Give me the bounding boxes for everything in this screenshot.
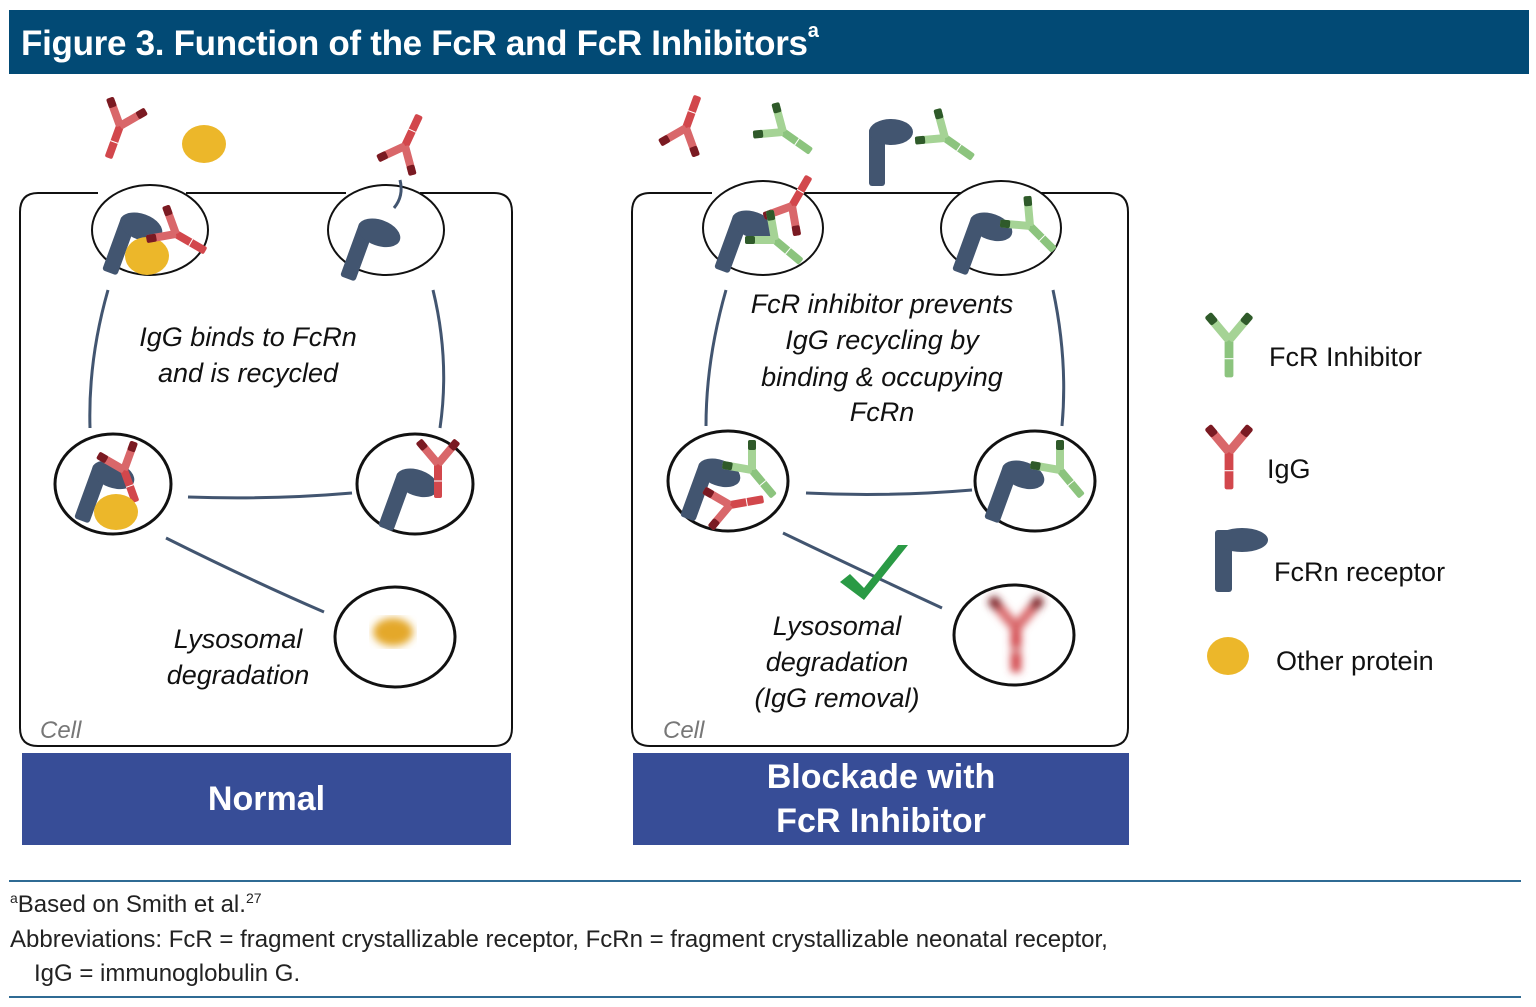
degradation-text-line: Lysosomal <box>174 624 304 654</box>
recycle-text-line: and is recycled <box>158 358 339 388</box>
footnote-source: aBased on Smith et al.27 <box>10 890 262 919</box>
footnote-reference: 27 <box>245 890 262 906</box>
figure-title-bar: Figure 3. Function of the FcR and FcR In… <box>9 10 1529 74</box>
footnote-abbreviations: Abbreviations: FcR = fragment crystalliz… <box>10 926 1108 953</box>
igg-antibody-icon <box>655 87 720 161</box>
legend-item-fcrn-receptor: FcRn receptor <box>1215 528 1445 592</box>
igg-antibody-icon <box>86 93 151 167</box>
panel-label-text: Blockade with <box>766 758 996 796</box>
panel-label-text: Normal <box>207 780 326 818</box>
fcrn-receptor-head <box>1216 528 1268 552</box>
normal-panel: IgG binds to FcRn and is recycled Lysoso… <box>19 93 513 747</box>
cell-membrane <box>19 192 513 747</box>
fcrn-diagram: IgG binds to FcRn and is recycled Lysoso… <box>19 87 1445 747</box>
figure-title: Figure 3. Function of the FcR and FcR In… <box>21 20 819 64</box>
other-protein-icon <box>94 494 138 530</box>
legend-label: FcRn receptor <box>1274 557 1445 587</box>
degradation-text-line: degradation <box>167 660 310 690</box>
pathway-lines <box>704 289 1066 610</box>
fcr-inhibitor-antibody-icon <box>748 98 825 171</box>
legend-item-other-protein: Other protein <box>1207 637 1434 676</box>
fcrn-receptor-icon <box>869 119 913 186</box>
recycle-text-line: FcR inhibitor prevents <box>751 289 1014 319</box>
footnote-rule-top <box>9 880 1521 882</box>
legend-item-fcr-inhibitor: FcR Inhibitor <box>1203 311 1422 378</box>
other-protein-icon <box>1207 637 1249 675</box>
igg-antibody-icon <box>373 105 441 180</box>
cell-membrane <box>631 192 1129 747</box>
cell-label: Cell <box>663 717 705 744</box>
recycle-text-line: IgG recycling by <box>785 325 980 355</box>
recycle-text-line: binding & occupying <box>761 362 1003 392</box>
panel-label-text: FcR Inhibitor <box>776 802 986 840</box>
recycle-text-line: IgG binds to FcRn <box>139 322 357 352</box>
igg-antibody-icon <box>1203 423 1255 490</box>
fcr-inhibitor-antibody-icon <box>1203 311 1255 378</box>
cell-label: Cell <box>40 717 82 744</box>
legend-label: Other protein <box>1276 646 1434 676</box>
degradation-text-line: degradation <box>766 647 909 677</box>
legend-label: IgG <box>1267 454 1311 484</box>
fcr-inhibitor-antibody-icon <box>910 104 987 177</box>
figure-title-text: Figure 3. Function of the FcR and FcR In… <box>21 24 808 63</box>
footnote-marker: a <box>10 890 18 906</box>
degradation-text-line: Lysosomal <box>773 611 903 641</box>
degraded-protein-icon <box>373 618 413 646</box>
footnote-source-text: Based on Smith et al. <box>17 891 246 918</box>
panel-label-blockade: Blockade with FcR Inhibitor <box>633 753 1129 845</box>
recycle-text-line: FcRn <box>850 397 915 427</box>
footnote-abbreviations-cont: IgG = immunoglobulin G. <box>34 960 301 987</box>
legend-label: FcR Inhibitor <box>1269 342 1422 372</box>
footnote-rule-bottom <box>9 996 1521 998</box>
other-protein-icon <box>125 237 169 275</box>
blockade-panel: FcR inhibitor prevents IgG recycling by … <box>631 87 1129 747</box>
pathway-lines <box>88 179 446 614</box>
other-protein-icon <box>182 125 226 163</box>
title-footnote-marker: a <box>807 20 819 42</box>
legend-item-igg: IgG <box>1203 423 1311 490</box>
degradation-text-line: (IgG removal) <box>754 683 919 713</box>
checkmark-icon <box>840 545 908 600</box>
panel-label-normal: Normal <box>22 753 511 845</box>
legend: FcR Inhibitor IgG FcRn receptor Other pr… <box>1203 311 1445 676</box>
